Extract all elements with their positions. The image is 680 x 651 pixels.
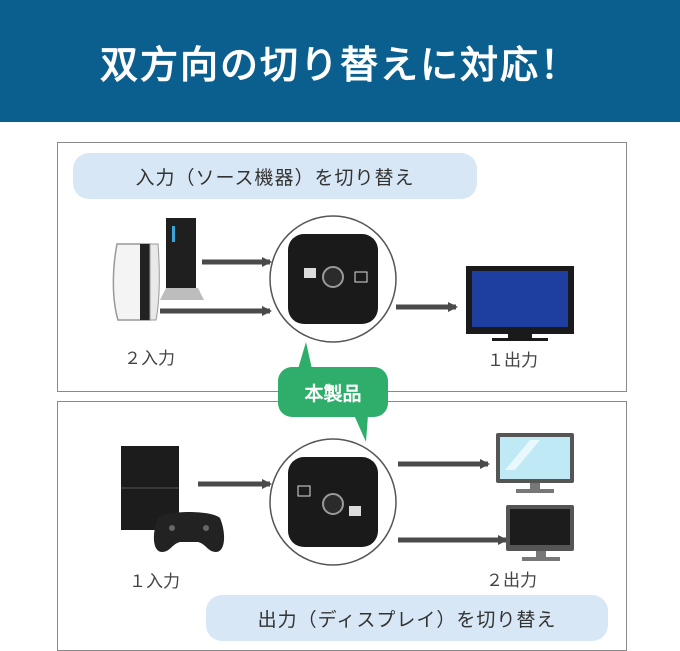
monitor-2-icon — [506, 505, 574, 561]
banner-title: 双方向の切り替えに対応！ — [99, 42, 580, 87]
product-badge: 本製品 — [278, 367, 388, 417]
inputs-count-label-bottom: １入力 — [129, 572, 180, 592]
output-switch-mode-label: 出力（ディスプレイ）を切り替え — [206, 595, 608, 641]
outputs-count-label-bottom: ２出力 — [486, 571, 537, 591]
badge-pointer-up — [298, 342, 312, 369]
monitor-1-icon — [496, 433, 574, 493]
switch-device-bottom — [269, 438, 397, 566]
game-controller-icon — [153, 512, 225, 552]
badge-pointer-down — [354, 415, 368, 442]
inputs-count-label: ２入力 — [124, 349, 175, 369]
desktop-pc-tower-icon — [160, 218, 204, 300]
game-console-white-icon — [112, 243, 160, 321]
input-switch-mode-label: 入力（ソース機器）を切り替え — [73, 153, 477, 199]
switch-device-top — [269, 215, 397, 343]
outputs-count-label: １出力 — [487, 351, 538, 371]
header-banner: 双方向の切り替えに対応！ — [0, 0, 680, 122]
television-icon — [466, 266, 574, 341]
